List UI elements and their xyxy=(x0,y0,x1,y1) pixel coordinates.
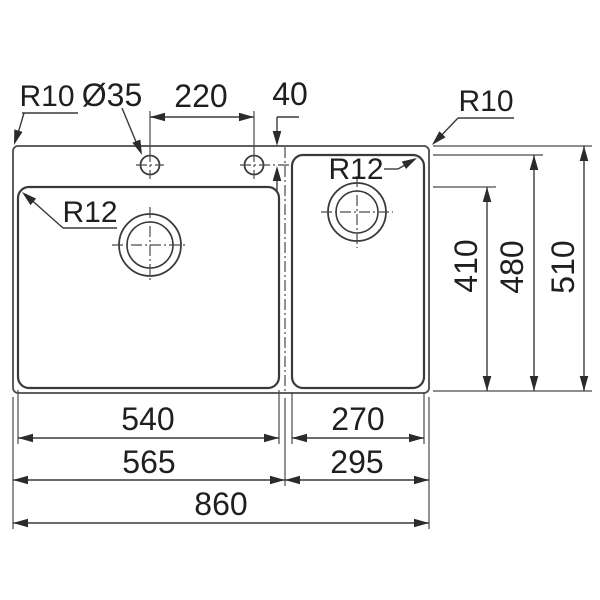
dim-secondary-section-width: 295 xyxy=(285,444,429,485)
arrowhead xyxy=(13,518,28,528)
arrowhead xyxy=(285,475,300,485)
dim-secondary-bowl-width: 270 xyxy=(292,401,424,443)
label-secondary-bowl-radius: R12 xyxy=(328,153,420,186)
dim-label-860: 860 xyxy=(194,486,247,522)
arrowhead xyxy=(264,433,279,443)
faucet-holes xyxy=(136,151,289,179)
secondary-bowl-edge xyxy=(290,153,426,390)
arrowhead xyxy=(270,475,285,485)
main-bowl xyxy=(16,185,281,390)
arrowhead xyxy=(414,475,429,485)
arrowhead xyxy=(579,376,589,391)
arrowhead xyxy=(292,433,307,443)
arrowhead xyxy=(150,112,165,122)
dim-label-510: 510 xyxy=(545,240,581,293)
dim-main-section-width: 565 xyxy=(13,444,285,485)
dim-label-220: 220 xyxy=(174,78,227,114)
arrowhead xyxy=(13,475,28,485)
secondary-bowl xyxy=(290,153,426,390)
dim-overall-width: 860 xyxy=(13,486,429,528)
label-faucet-hole-diameter: Ø35 xyxy=(82,77,146,157)
dim-label-540: 540 xyxy=(121,401,174,437)
bottom-extension-lines xyxy=(12,390,430,529)
sink-outline xyxy=(12,145,430,394)
arrowhead xyxy=(9,129,23,147)
dim-label-40: 40 xyxy=(272,76,308,112)
label-corner-radius-top-left: R10 xyxy=(9,80,78,147)
arrowhead xyxy=(529,376,539,391)
label-main-bowl-radius: R12 xyxy=(19,188,118,229)
arrowhead xyxy=(529,155,539,170)
dim-label-565: 565 xyxy=(122,444,175,480)
arrowhead xyxy=(272,166,282,181)
radius-label-r10-left: R10 xyxy=(19,80,74,113)
arrowhead xyxy=(579,146,589,161)
dim-label-dia35: Ø35 xyxy=(82,77,142,113)
radius-label-r12-secondary: R12 xyxy=(328,153,383,186)
dim-label-295: 295 xyxy=(330,444,383,480)
dim-label-270: 270 xyxy=(331,401,384,437)
dim-faucet-hole-offset: 40 xyxy=(272,76,308,191)
right-extension-lines xyxy=(433,145,592,392)
dim-main-bowl-width: 540 xyxy=(18,401,279,443)
dim-main-bowl-depth: 410 xyxy=(448,187,492,391)
sink-outer-edge xyxy=(12,145,430,394)
main-bowl-edge xyxy=(16,185,281,390)
arrowhead xyxy=(239,112,254,122)
radius-label-r10-right: R10 xyxy=(458,85,513,118)
dim-secondary-bowl-depth: 480 xyxy=(494,155,539,391)
arrowhead xyxy=(18,433,33,443)
dim-faucet-hole-spacing: 220 xyxy=(149,78,255,152)
arrowhead xyxy=(409,433,424,443)
label-corner-radius-top-right: R10 xyxy=(428,85,514,148)
arrowhead xyxy=(132,139,146,157)
dim-label-410: 410 xyxy=(448,239,484,292)
arrowhead xyxy=(482,376,492,391)
radius-label-r12-main: R12 xyxy=(62,196,117,229)
dim-label-480: 480 xyxy=(494,240,530,293)
arrowhead xyxy=(272,131,282,146)
dim-overall-depth: 510 xyxy=(545,146,589,391)
arrowhead xyxy=(482,187,492,202)
arrowhead xyxy=(414,518,429,528)
